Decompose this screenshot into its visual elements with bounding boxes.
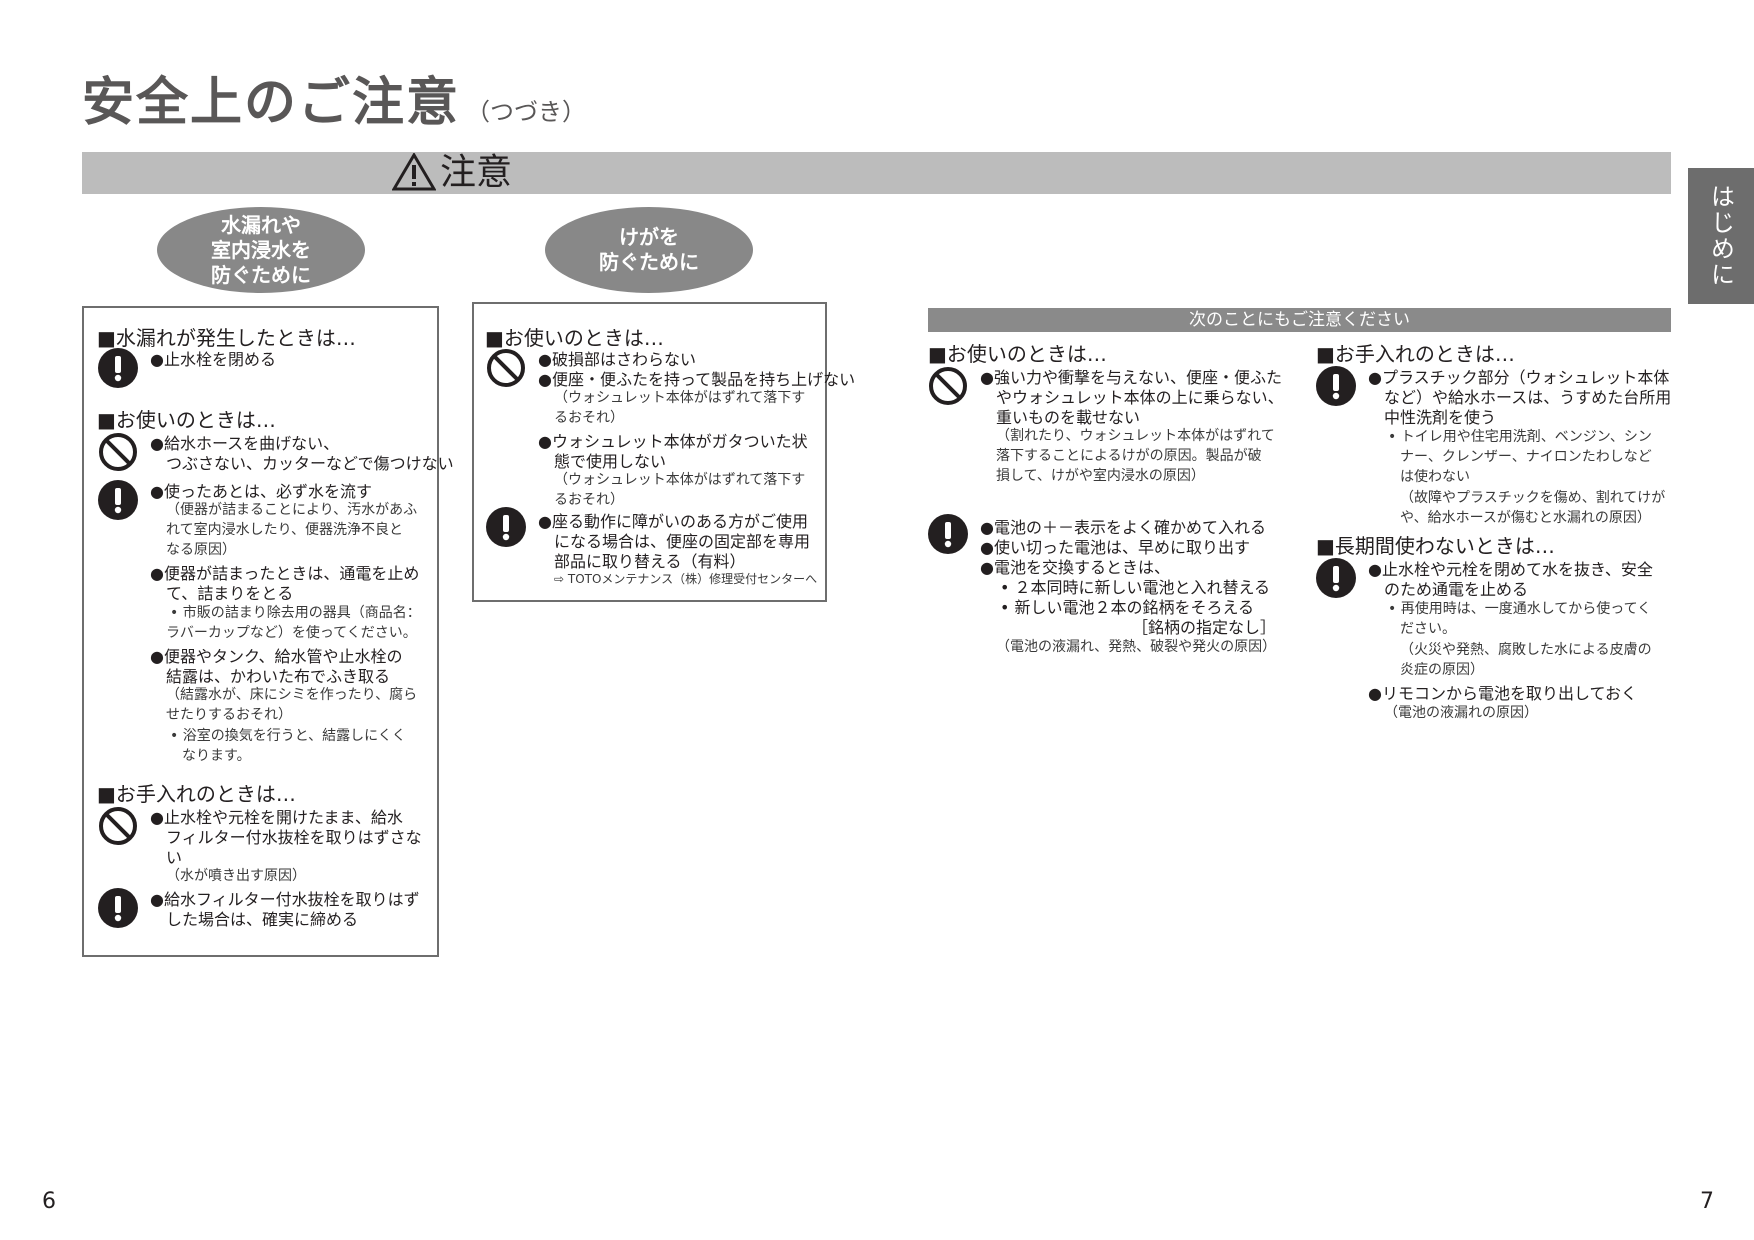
section-heading: ■お手入れのときは… <box>1316 342 1515 366</box>
note: （割れたり、ウォシュレット本体がはずれて <box>996 428 1275 444</box>
other-column-care: ■お手入れのときは… ●プラスチック部分（ウォシュレット本体 など）や給水ホース… <box>1316 336 1671 726</box>
list-item: 部品に取り替える（有料） <box>554 552 746 571</box>
other-precautions-label: 次のことにもご注意ください <box>1189 310 1410 330</box>
note: るおそれ） <box>554 410 624 426</box>
note: せたりするおそれ） <box>166 707 292 723</box>
list-item: になる場合は、便座の固定部を専用 <box>554 532 811 551</box>
list-item: ●給水フィルター付水抜栓を取りはず <box>150 890 420 909</box>
note: 炎症の原因） <box>1400 662 1484 678</box>
note: （電池の液漏れの原因） <box>1384 705 1538 721</box>
note: （電池の液漏れ、発熱、破裂や発火の原因） <box>996 639 1277 655</box>
water-leak-box: ■水漏れが発生したときは… ●止水栓を閉める ■お使いのときは… ●給水ホースを… <box>82 306 454 957</box>
note: • 市販の詰まり除去用の器具（商品名： <box>170 605 421 621</box>
mandatory-action-icon <box>928 514 968 554</box>
oval-water-leak-prevention: 水漏れや 室内浸水を 防ぐために <box>157 207 365 293</box>
list-item: ●電池の＋－表示をよく確かめて入れる <box>980 518 1266 537</box>
prohibition-icon <box>99 433 137 471</box>
note: れて室内浸水したり、便器洗浄不良と <box>166 522 404 538</box>
list-item: • ２本同時に新しい電池と入れ替える <box>1000 578 1271 597</box>
mandatory-action-icon <box>486 507 526 547</box>
list-item: い <box>166 848 183 867</box>
prohibition-icon <box>99 807 137 845</box>
prohibition-icon <box>487 349 525 387</box>
list-item: ●強い力や衝撃を与えない、便座・便ふた <box>980 368 1282 387</box>
caution-banner <box>82 152 1671 194</box>
mandatory-action-icon <box>98 480 138 520</box>
note: • トイレ用や住宅用洗剤、ベンジン、シン <box>1388 429 1652 445</box>
warning-triangle-icon <box>391 152 437 191</box>
note: （便器が詰まることにより、汚水があふ <box>166 502 418 518</box>
note: なります。 <box>182 748 251 764</box>
list-item: ●止水栓を閉める <box>150 350 276 369</box>
list-item: ●リモコンから電池を取り出しておく <box>1368 684 1638 703</box>
list-item: ●便器やタンク、給水管や止水栓の <box>150 647 403 666</box>
caution-banner-label: 注意 <box>391 152 512 194</box>
other-precautions-bar <box>928 308 1671 332</box>
section-heading: ■お使いのときは… <box>485 326 664 350</box>
mandatory-action-icon <box>98 888 138 928</box>
page-number-left: 6 <box>42 1189 56 1214</box>
list-item: 結露は、かわいた布でふき取る <box>166 667 391 686</box>
list-item: ●ウォシュレット本体がガタついた状 <box>538 432 808 451</box>
list-item: つぶさない、カッターなどで傷つけない <box>166 454 454 473</box>
page-title: 安全上のご注意（つづき） <box>82 73 587 133</box>
list-item: フィルター付水抜栓を取りはずさな <box>166 828 422 847</box>
note: • 再使用時は、一度通水してから使ってく <box>1388 601 1652 617</box>
section-heading: ■お使いのときは… <box>928 342 1107 366</box>
note: （火災や発熱、腐敗した水による皮膚の <box>1400 642 1652 658</box>
list-item: ●電池を交換するときは、 <box>980 558 1170 577</box>
section-heading: ■お手入れのときは… <box>97 782 296 806</box>
oval-injury-prevention: けがを 防ぐために <box>545 207 753 293</box>
page-number-right: 7 <box>1700 1189 1714 1214</box>
section-heading: ■長期間使わないときは… <box>1316 534 1555 558</box>
mandatory-action-icon <box>1316 558 1356 598</box>
list-item: • 新しい電池２本の銘柄をそろえる <box>1000 598 1255 617</box>
mandatory-action-icon <box>1316 366 1356 406</box>
note: ラバーカップなど）を使ってください。 <box>166 625 417 641</box>
section-heading: ■水漏れが発生したときは… <box>97 326 356 350</box>
list-item: ●給水ホースを曲げない、 <box>150 434 340 453</box>
list-item: ●便器が詰まったときは、通電を止め <box>150 564 420 583</box>
prohibition-icon <box>929 367 967 405</box>
list-item: 態で使用しない <box>554 452 667 471</box>
list-item: ●使い切った電池は、早めに取り出す <box>980 538 1250 557</box>
note: や、給水ホースが傷むと水漏れの原因） <box>1400 510 1651 526</box>
note: ナー、クレンザー、ナイロンたわしなど <box>1400 449 1652 465</box>
note: なる原因） <box>166 542 236 558</box>
list-item: ●破損部はさわらない <box>538 350 696 369</box>
injury-prevention-box: ■お使いのときは… ●破損部はさわらない ●便座・便ふたを持って製品を持ち上げな… <box>472 302 855 602</box>
note: 損して、けがや室内浸水の原因） <box>996 468 1205 484</box>
list-item: ［銘柄の指定なし］ <box>1132 618 1277 637</box>
note: • 浴室の換気を行うと、結露しにくく <box>170 728 406 744</box>
list-item: ●止水栓や元栓を開けたまま、給水 <box>150 808 403 827</box>
note: るおそれ） <box>554 492 624 508</box>
note: （故障やプラスチックを傷め、割れてけが <box>1400 490 1666 506</box>
note: （ウォシュレット本体がはずれて落下す <box>554 472 806 488</box>
list-item: 重いものを載せない <box>996 408 1141 427</box>
note: 落下することによるけがの原因。製品が破 <box>996 448 1262 464</box>
list-item: 中性洗剤を使う <box>1384 408 1497 427</box>
page-subtitle: （つづき） <box>466 98 587 126</box>
note: （水が噴き出す原因） <box>166 868 306 884</box>
list-item: ●プラスチック部分（ウォシュレット本体 <box>1368 368 1670 387</box>
list-item: ●便座・便ふたを持って製品を持ち上げない <box>538 370 856 389</box>
mandatory-action-icon <box>98 348 138 388</box>
note: （結露水が、床にシミを作ったり、腐ら <box>166 687 418 703</box>
note: （ウォシュレット本体がはずれて落下す <box>554 390 806 406</box>
note: ださい。 <box>1400 621 1456 637</box>
list-item: など）や給水ホースは、うすめた台所用 <box>1384 388 1672 407</box>
list-item: ●使ったあとは、必ず水を流す <box>150 482 372 501</box>
list-item: て、詰まりをとる <box>166 584 294 603</box>
list-item: のため通電を止める <box>1384 580 1529 599</box>
list-item: やウォシュレット本体の上に乗らない、 <box>996 388 1284 407</box>
other-column-use: ■お使いのときは… ●強い力や衝撃を与えない、便座・便ふた やウォシュレット本体… <box>928 336 1308 666</box>
note: は使わない <box>1400 469 1470 485</box>
section-heading: ■お使いのときは… <box>97 408 276 432</box>
side-tab-introduction[interactable]: はじめに <box>1688 168 1754 304</box>
list-item: ●止水栓や元栓を閉めて水を抜き、安全 <box>1368 560 1653 579</box>
list-item: ●座る動作に障がいのある方がご使用 <box>538 512 808 531</box>
service-center-reference: ⇨ TOTOメンテナンス（株）修理受付センターへ <box>554 572 818 586</box>
list-item: した場合は、確実に締める <box>166 910 359 929</box>
